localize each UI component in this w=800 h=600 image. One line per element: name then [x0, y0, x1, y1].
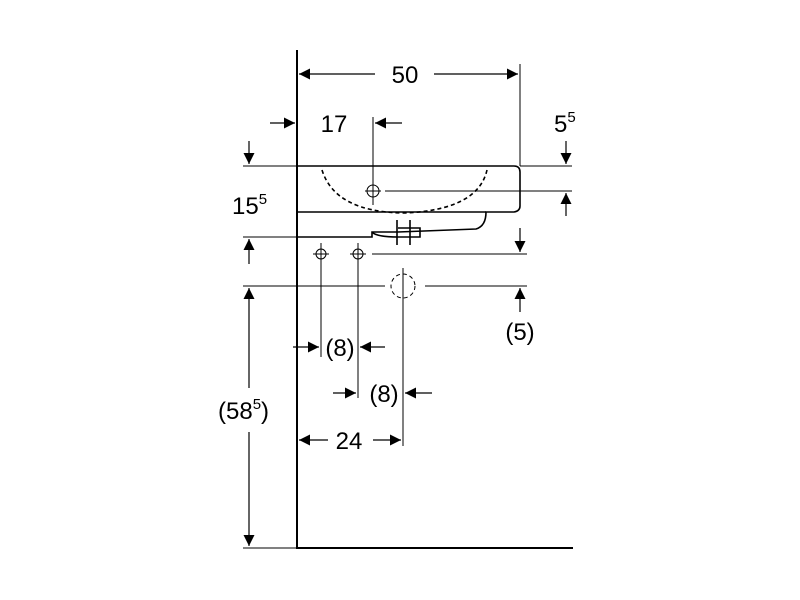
dim-label-supply-to-waste: (5): [505, 319, 534, 346]
supply-left-icon: [313, 246, 329, 262]
wall-and-floor: [296, 50, 573, 549]
connection-symbols: [313, 183, 416, 299]
dimension-arrows: [243, 68, 572, 546]
dim-label-17: 17: [321, 111, 348, 138]
waste-connection-icon: [390, 273, 416, 299]
waste-outlet: [371, 227, 421, 238]
dim-label-24: 24: [336, 428, 363, 455]
centerlines: [243, 64, 572, 549]
supply-right-icon: [350, 246, 366, 262]
dim-label-supply-spacing-left: (8): [325, 335, 354, 362]
dim-label-basin-height: 155: [232, 191, 267, 220]
tap-hole-icon: [365, 183, 381, 199]
basin-outline: [297, 165, 521, 238]
dim-label-50: 50: [392, 62, 419, 89]
dim-label-supply-spacing-right: (8): [369, 381, 398, 408]
dim-label-rim-to-overflow: 55: [554, 109, 576, 138]
dimension-labels: 50 17 55 155 (5) (8) (8) (585) 24: [218, 62, 576, 455]
dim-label-waste-height: (585): [218, 396, 269, 425]
basin-profile: [297, 165, 521, 245]
